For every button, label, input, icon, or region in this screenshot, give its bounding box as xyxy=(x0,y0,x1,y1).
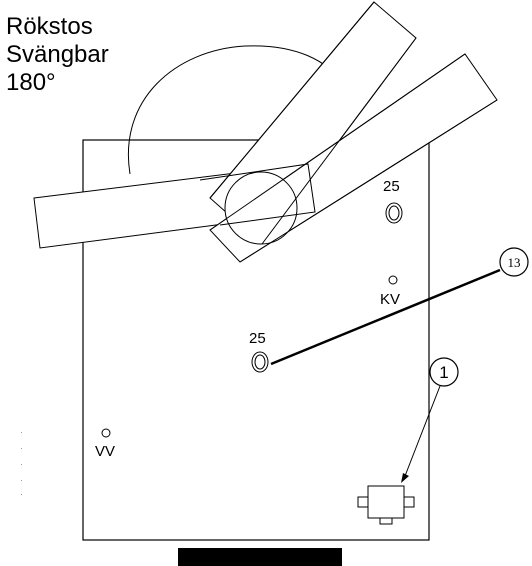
callout-13-circle xyxy=(499,247,529,277)
callout-13-label: 13 xyxy=(508,255,521,270)
cold-water-label: KV xyxy=(380,291,400,308)
callout-1-circle xyxy=(429,357,459,387)
hot-water-label: VV xyxy=(95,443,115,460)
valve-bottom-stub xyxy=(379,517,393,525)
spout-left-edge xyxy=(199,163,316,226)
callout-13-leader xyxy=(270,268,501,366)
port-upper-inner xyxy=(388,205,400,221)
hot-water-hole xyxy=(101,428,111,438)
callout-1-arrowhead xyxy=(401,473,409,483)
callout-1-label: 1 xyxy=(439,363,448,382)
port-center-outer xyxy=(251,351,269,373)
port-upper-outer xyxy=(385,202,403,224)
port-upper-label: 25 xyxy=(383,178,400,195)
title-line-1: Rökstos xyxy=(6,13,93,40)
callout-1-leader xyxy=(404,385,441,477)
main-plate xyxy=(82,139,430,541)
faucet-base-circle xyxy=(224,171,298,245)
title-line-2: Svängbar xyxy=(6,41,109,68)
port-center-inner xyxy=(254,354,266,370)
title-line-3: 180° xyxy=(6,69,56,96)
port-center-label: 25 xyxy=(249,330,266,347)
spout-right-edge xyxy=(209,53,466,231)
spout-right-edge-2 xyxy=(239,99,498,263)
base-bar xyxy=(178,548,342,566)
valve-left-stub xyxy=(357,496,369,508)
cold-water-hole xyxy=(388,275,398,285)
valve-body xyxy=(367,485,405,519)
dotted-marks xyxy=(21,432,22,495)
swing-arc xyxy=(128,45,346,175)
valve-right-stub xyxy=(403,496,415,508)
spout-upper-edge xyxy=(209,1,375,199)
